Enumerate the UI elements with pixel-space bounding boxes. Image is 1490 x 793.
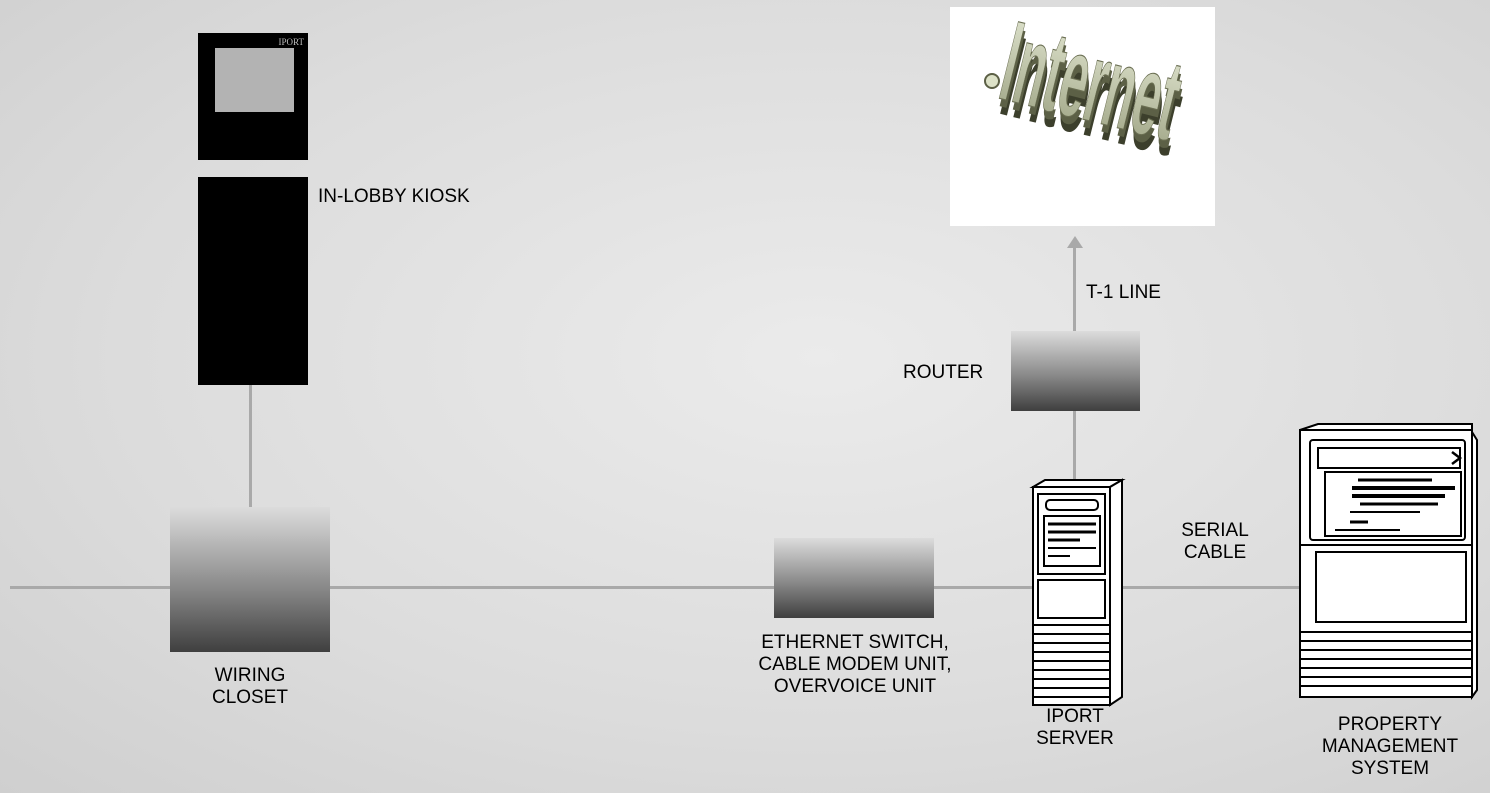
kiosk-body: [198, 177, 308, 385]
internet-graphic: Internet Internet Internet: [984, 7, 1194, 180]
wiring-closet-label: WIRING CLOSET: [190, 665, 310, 709]
internet-panel: Internet Internet Internet: [950, 7, 1215, 226]
iport-server-label: IPORT SERVER: [1020, 706, 1130, 750]
pms-label: PROPERTY MANAGEMENT SYSTEM: [1300, 714, 1480, 780]
pms-line1: PROPERTY: [1337, 714, 1443, 735]
wiring-closet-line2: CLOSET: [211, 687, 289, 708]
switch-unit-line2: CABLE MODEM UNIT,: [758, 654, 952, 675]
switch-unit-line1: ETHERNET SWITCH,: [761, 632, 949, 653]
router-label: ROUTER: [903, 362, 984, 383]
serial-cable-label: SERIAL CABLE: [1160, 520, 1270, 564]
pms-line3: SYSTEM: [1350, 758, 1430, 779]
server-to-router-line: [1073, 410, 1076, 485]
t1-line-label: T-1 LINE: [1086, 282, 1161, 303]
iport-server-line2: SERVER: [1036, 728, 1114, 749]
t1-arrowhead: [1067, 236, 1083, 248]
pms-icon: [1299, 423, 1478, 701]
kiosk-screen: [215, 48, 294, 112]
switch-unit-label: ETHERNET SWITCH, CABLE MODEM UNIT, OVERV…: [724, 632, 986, 698]
network-backbone-line: [10, 586, 1300, 589]
switch-unit-line3: OVERVOICE UNIT: [773, 676, 937, 697]
internet-bullet-dot: [984, 73, 1000, 89]
kiosk-label: IN-LOBBY KIOSK: [318, 186, 470, 207]
kiosk-screen-brand: IPORT: [278, 37, 304, 47]
kiosk-to-closet-line: [249, 384, 252, 508]
switch-unit-box: [774, 538, 934, 618]
wiring-closet-line1: WIRING: [214, 665, 286, 686]
pms-line2: MANAGEMENT: [1321, 736, 1459, 757]
serial-cable-line2: CABLE: [1183, 542, 1247, 563]
serial-cable-line1: SERIAL: [1181, 520, 1249, 541]
router-box: [1011, 331, 1140, 411]
iport-server-line1: IPORT: [1046, 706, 1104, 727]
kiosk-head: IPORT: [198, 33, 308, 160]
iport-server-icon: [1029, 478, 1126, 707]
wiring-closet-box: [170, 507, 330, 652]
router-to-internet-line: [1073, 248, 1076, 332]
